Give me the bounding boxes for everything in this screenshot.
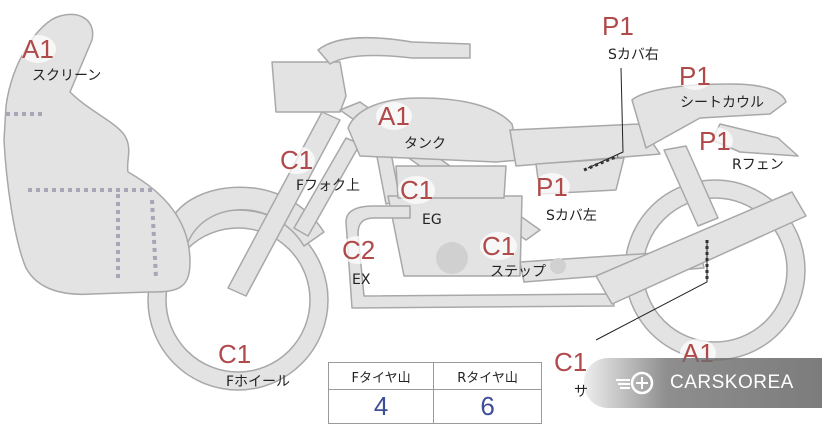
headlight <box>271 61 347 113</box>
rear-wheel <box>624 179 806 361</box>
engine-label: EG <box>422 212 442 228</box>
suspension-grade: C1 <box>552 347 590 377</box>
watermark: CARSKOREA <box>584 358 822 408</box>
fork-grade: C1 <box>278 145 316 175</box>
muffler <box>595 191 807 305</box>
side-cover-right-label: Sカバ右 <box>608 47 659 63</box>
engine-grade: C1 <box>398 175 436 205</box>
front-tread-header: Fタイヤ山 <box>327 362 435 390</box>
watermark-text: CARSKOREA <box>670 372 794 393</box>
screen-label: スクリーン <box>32 68 102 84</box>
front-tread-value: 4 <box>327 389 435 424</box>
front-wheel-label: Fホイール <box>226 374 291 390</box>
seat <box>509 123 661 167</box>
windscreen-fairing <box>3 13 191 296</box>
brand-logo-icon <box>616 371 654 395</box>
side-cover-left-label: Sカバ左 <box>546 208 597 224</box>
seat-cowl-grade: P1 <box>677 61 713 91</box>
side-cover-right-grade: P1 <box>600 11 636 41</box>
seat-cowl-label: シートカウル <box>680 95 764 111</box>
tank-grade: A1 <box>376 101 412 131</box>
rear-tread-value: 6 <box>433 389 542 424</box>
side-cover-left-grade: P1 <box>534 172 570 202</box>
step-label: ステップ <box>490 264 546 280</box>
fuel-tank <box>347 97 521 163</box>
exhaust-grade: C2 <box>340 235 378 265</box>
fork-label: Fフォク上 <box>296 178 361 194</box>
rear-fender-grade: P1 <box>697 126 733 156</box>
rear-tread-header: Rタイヤ山 <box>433 362 542 390</box>
step-grade: C1 <box>480 231 518 261</box>
rear-shock <box>663 145 719 227</box>
tank-label: タンク <box>404 136 446 152</box>
seat-cowl <box>631 83 787 149</box>
front-wheel-grade: C1 <box>216 339 254 369</box>
exhaust-label: EX <box>352 272 371 288</box>
tire-tread-table: Fタイヤ山 Rタイヤ山 4 6 <box>327 362 542 424</box>
rear-fender-label: Rフェン <box>732 157 784 173</box>
screen-grade: A1 <box>20 34 56 64</box>
handlebar <box>317 36 471 65</box>
